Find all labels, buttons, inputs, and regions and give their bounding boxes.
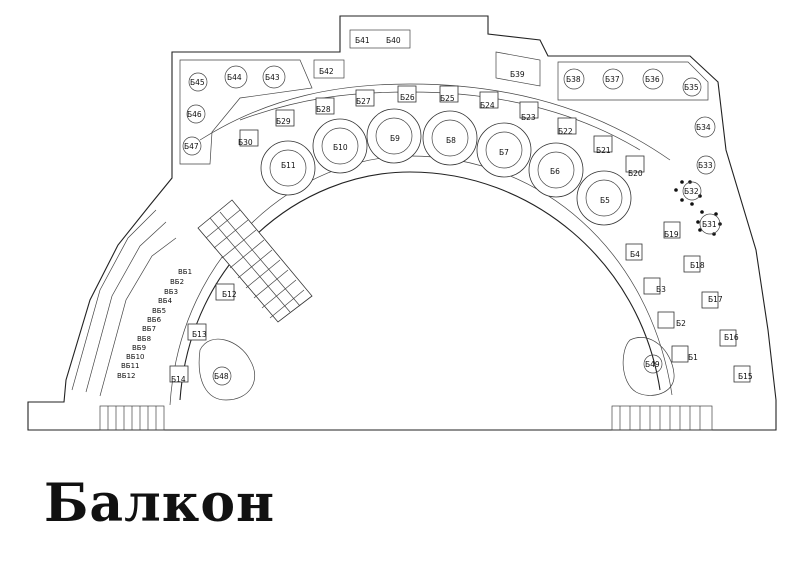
label-b23: Б23 [521,113,536,122]
outer-arc [199,83,671,161]
label-vb10: ВБ10 [126,353,145,361]
label-b4: Б4 [630,250,640,259]
outer-wall [27,15,777,431]
right-tables [625,221,751,383]
label-b28: Б28 [316,105,331,114]
label-b26: Б26 [400,93,415,102]
label-b16: Б16 [724,333,739,342]
label-vb7: ВБ7 [142,325,156,333]
label-b43: Б43 [265,73,280,82]
label-vb3: ВБ3 [164,288,178,296]
label-b29: Б29 [276,117,291,126]
label-b33: Б33 [698,161,713,170]
booth-rings-inner [269,117,623,217]
right-lounge-pod [622,337,675,396]
bottom-railings [99,405,713,431]
seat-labels: Б1 Б2 Б3 Б4 Б5 Б6 Б7 Б8 Б9 Б10 Б11 Б12 Б… [171,36,753,384]
label-vb2: ВБ2 [170,278,184,286]
room-b41-b40 [349,29,411,49]
top-left-lounge [179,59,313,165]
label-vb5: ВБ5 [152,307,166,315]
label-b22: Б22 [558,127,573,136]
label-b31: Б31 [702,220,717,229]
label-b18: Б18 [690,261,705,270]
vb-labels: ВБ1 ВБ2 ВБ3 ВБ4 ВБ5 ВБ6 ВБ7 ВБ8 ВБ9 ВБ10… [117,268,192,380]
label-b32: Б32 [684,187,699,196]
left-lounge-pod [198,338,255,401]
label-b34: Б34 [696,123,711,132]
label-b11: Б11 [281,161,296,170]
label-b47: Б47 [184,142,199,151]
label-b30: Б30 [238,138,253,147]
left-wall-band [71,209,177,397]
label-b36: Б36 [645,75,660,84]
staircase [197,199,313,323]
label-b41: Б41 [355,36,370,45]
label-b1: Б1 [688,353,698,362]
label-b45: Б45 [190,78,205,87]
label-vb11: ВБ11 [121,362,140,370]
label-vb8: ВБ8 [137,335,151,343]
room-b42 [313,59,345,79]
label-b25: Б25 [440,94,455,103]
label-b42: Б42 [319,67,334,76]
label-b35: Б35 [684,83,699,92]
balcony-floor-plan: Б1 Б2 Б3 Б4 Б5 Б6 Б7 Б8 Б9 Б10 Б11 Б12 Б… [27,15,777,431]
label-b2: Б2 [676,319,686,328]
label-b39: Б39 [510,70,525,79]
label-b12: Б12 [222,290,237,299]
label-b9: Б9 [390,134,400,143]
label-b20: Б20 [628,169,643,178]
label-vb9: ВБ9 [132,344,146,352]
booth-rings [260,108,632,226]
label-vb4: ВБ4 [158,297,173,305]
floor-title: Балкон [44,473,276,534]
label-b40: Б40 [386,36,401,45]
label-vb1: ВБ1 [178,268,192,276]
label-b15: Б15 [738,372,753,381]
label-b13: Б13 [192,330,207,339]
label-b10: Б10 [333,143,348,152]
label-b38: Б38 [566,75,581,84]
label-b8: Б8 [446,136,456,145]
label-b44: Б44 [227,73,242,82]
label-b6: Б6 [550,167,560,176]
left-tables [169,283,235,383]
label-rings [182,65,721,386]
label-b46: Б46 [187,110,202,119]
label-b37: Б37 [605,75,620,84]
label-b27: Б27 [356,97,371,106]
label-b49: Б49 [645,360,660,369]
label-b7: Б7 [499,148,509,157]
label-b21: Б21 [596,146,611,155]
room-b36-b38 [557,61,709,101]
label-vb12: ВБ12 [117,372,136,380]
room-b39 [495,51,541,87]
label-b17: Б17 [708,295,723,304]
label-b3: Б3 [656,285,666,294]
top-tables [239,85,645,173]
label-vb6: ВБ6 [147,316,162,324]
label-b48: Б48 [214,372,229,381]
label-b5: Б5 [600,196,610,205]
label-b24: Б24 [480,101,495,110]
label-b19: Б19 [664,230,679,239]
label-b14: Б14 [171,375,186,384]
